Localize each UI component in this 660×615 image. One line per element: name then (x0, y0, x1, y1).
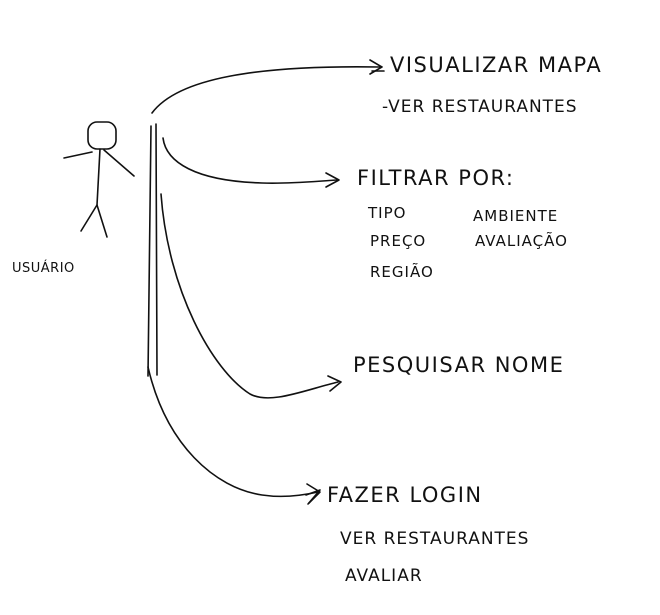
use-case-filtrar: Filtrar por: (357, 166, 515, 190)
actor-head (87, 121, 117, 150)
filter-option-preco: Preço (370, 232, 427, 250)
actor-legs (80, 204, 108, 238)
arrow-to-login (147, 366, 321, 505)
use-case-fazer-login: Fazer Login (327, 483, 483, 507)
arrow-to-visualizar-mapa (151, 59, 385, 114)
arrow-to-pesquisar (160, 193, 342, 399)
use-case-login-subitem-ver-restaurantes: Ver Restaurantes (340, 529, 530, 549)
filter-option-avaliacao: Avaliação (475, 232, 568, 250)
use-case-visualizar-mapa: Visualizar Mapa (390, 53, 603, 77)
filter-option-regiao: Região (370, 263, 434, 281)
actor-label: USUÁRIO (12, 261, 75, 276)
use-case-login-subitem-avaliar: Avaliar (345, 566, 423, 586)
filter-option-tipo: Tipo (368, 204, 407, 222)
trunk-line-a (155, 123, 158, 376)
actor-body (96, 148, 101, 206)
trunk-line-b (147, 125, 152, 377)
use-case-visualizar-mapa-subitem: -Ver Restaurantes (382, 97, 578, 117)
filter-option-ambiente: Ambiente (473, 207, 559, 225)
use-case-pesquisar-nome: Pesquisar Nome (353, 353, 565, 377)
actor-stick-figure (63, 121, 135, 238)
actor-arms (63, 149, 135, 177)
arrow-to-filtrar (162, 137, 340, 188)
